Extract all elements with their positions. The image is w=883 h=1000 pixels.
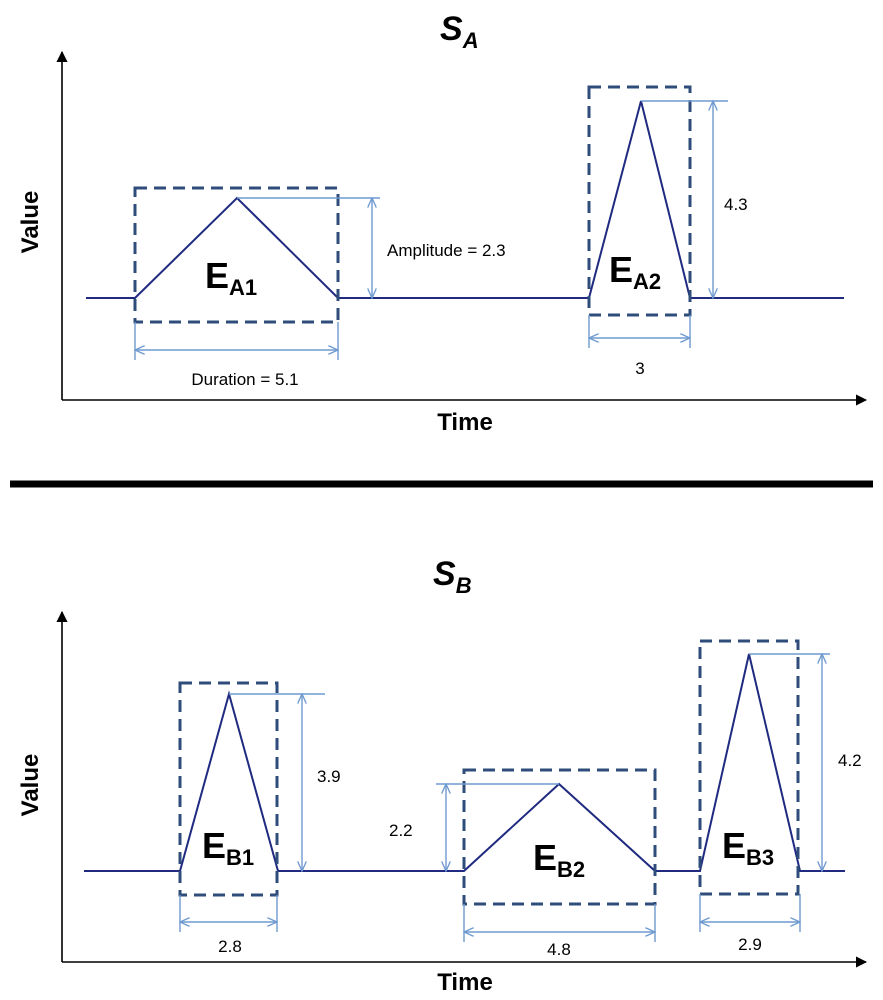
event-a1-label: EA1 xyxy=(205,255,257,300)
event-a2: EA2 4.3 3 xyxy=(587,85,748,378)
panel-sb-y-axis-label: Value xyxy=(17,754,44,817)
panel-sa-x-axis-label: Time xyxy=(437,409,493,436)
event-a2-duration-label: 3 xyxy=(635,359,644,378)
event-b1-box xyxy=(178,681,279,897)
panel-sb-x-axis-label: Time xyxy=(437,969,493,996)
event-b3-label: EB3 xyxy=(722,825,774,870)
event-b3-box xyxy=(698,639,800,896)
event-b2-duration-label: 4.8 xyxy=(547,940,571,959)
panel-sa-title: SA xyxy=(440,10,479,53)
event-b1-label: EB1 xyxy=(202,825,254,870)
panel-sa-signal-line xyxy=(86,100,844,299)
event-b3-amplitude-label: 4.2 xyxy=(838,751,862,770)
event-b3: EB3 4.2 2.9 xyxy=(698,639,862,954)
event-b1-amplitude-label: 3.9 xyxy=(317,767,341,786)
panel-sa-y-axis-label: Value xyxy=(17,191,44,254)
event-a2-amplitude-label: 4.3 xyxy=(724,195,748,214)
event-b2: EB2 2.2 4.8 xyxy=(389,768,657,959)
event-b2-amplitude-label: 2.2 xyxy=(389,821,413,840)
panel-sb-title: SB xyxy=(433,555,472,598)
event-b1: EB1 3.9 2.8 xyxy=(178,681,341,956)
event-a1: EA1 Amplitude = 2.3 Duration = 5.1 xyxy=(133,186,506,389)
event-b1-duration-label: 2.8 xyxy=(218,937,242,956)
event-b3-duration-label: 2.9 xyxy=(738,935,762,954)
event-a1-box xyxy=(133,186,340,324)
event-b2-label: EB2 xyxy=(533,837,585,882)
event-a1-duration-label: Duration = 5.1 xyxy=(191,370,298,389)
event-a2-label: EA2 xyxy=(609,249,661,294)
panel-sa: SA Value Time EA1 Amplitude = 2.3 Durati… xyxy=(17,10,868,436)
event-b2-box xyxy=(462,768,657,906)
panel-sb: SB Value Time EB1 3.9 2.8 EB2 2.2 xyxy=(17,555,868,996)
event-a1-amplitude-label: Amplitude = 2.3 xyxy=(387,241,506,260)
event-a2-box xyxy=(587,85,692,317)
